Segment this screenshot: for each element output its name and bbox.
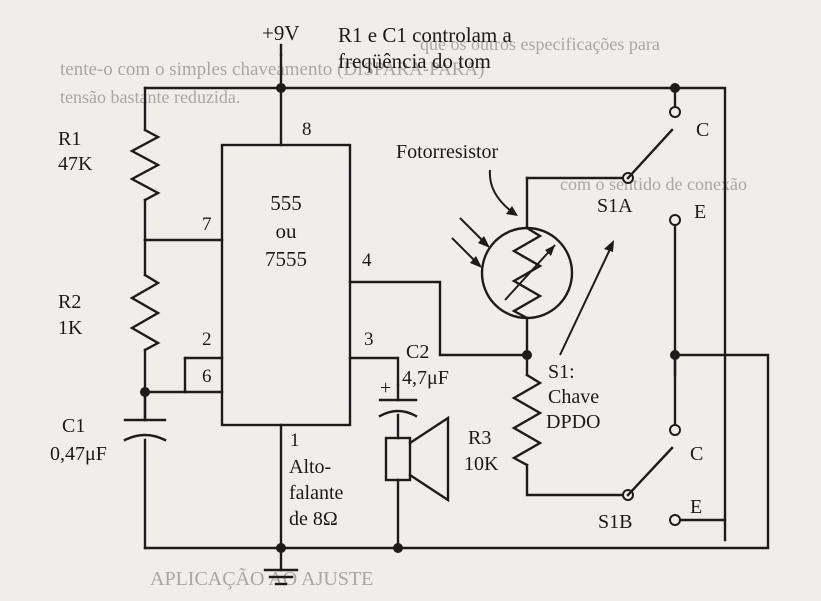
pin-4-label: 4 bbox=[362, 250, 372, 271]
r3-value-label: 10K bbox=[464, 453, 499, 475]
junction-dot bbox=[670, 350, 680, 360]
arrowhead bbox=[506, 206, 518, 216]
s1b-e-terminal bbox=[669, 514, 681, 526]
ground-icon bbox=[263, 568, 299, 586]
r1-resistor bbox=[129, 128, 161, 202]
s1a-c-terminal bbox=[669, 106, 681, 118]
junction-dot bbox=[276, 543, 286, 553]
pin-3-label: 3 bbox=[364, 329, 374, 350]
pin3-wire bbox=[348, 356, 400, 387]
pin-8-label: 8 bbox=[302, 119, 312, 140]
caption-line1: R1 e C1 controlam a bbox=[338, 23, 512, 47]
speaker-label-1: Alto- bbox=[289, 456, 331, 478]
speaker-label-2: falante bbox=[289, 482, 344, 504]
pin4-wire bbox=[348, 280, 529, 357]
c2-plate-bottom bbox=[378, 409, 418, 418]
s1a-e-terminal bbox=[669, 214, 681, 226]
s1b-e-label: E bbox=[690, 496, 702, 518]
r1-name-label: R1 bbox=[58, 128, 81, 150]
c2-plus-sign: + bbox=[380, 377, 391, 399]
c1-name-label: C1 bbox=[62, 415, 85, 437]
supply-label: +9V bbox=[262, 21, 300, 45]
r2-value-label: 1K bbox=[58, 317, 83, 339]
pin-7-label: 7 bbox=[202, 214, 212, 235]
junction-dot bbox=[393, 543, 403, 553]
c1-plate-bottom bbox=[123, 433, 167, 442]
s1b-common-wire bbox=[525, 463, 630, 497]
arrowhead bbox=[478, 236, 490, 248]
s1a-blade bbox=[626, 128, 674, 180]
s1b-c-label: C bbox=[690, 443, 703, 465]
background-showthrough: tente-o com o simples chaveamento (DISPA… bbox=[60, 34, 747, 590]
c2-value-label: 4,7μF bbox=[402, 367, 449, 389]
s1-pointer bbox=[559, 244, 613, 356]
speaker-label-3: de 8Ω bbox=[289, 508, 338, 530]
photoresistor-element bbox=[511, 226, 543, 320]
c2-name-label: C2 bbox=[406, 341, 429, 363]
junction-dots bbox=[140, 83, 680, 553]
ic-555-body bbox=[220, 143, 352, 427]
pin-1-label: 1 bbox=[290, 430, 300, 451]
ic-label-555: 555 bbox=[270, 191, 302, 215]
s1a-e-label: E bbox=[694, 201, 706, 223]
junction-dot bbox=[276, 83, 286, 93]
right-return-wire bbox=[673, 86, 727, 542]
s1b-c-terminal bbox=[669, 424, 681, 436]
arrowhead bbox=[545, 245, 555, 256]
pin-6-label: 6 bbox=[202, 366, 212, 387]
s1b-label: S1B bbox=[598, 511, 632, 533]
junction-dot bbox=[670, 83, 680, 93]
r2-name-label: R2 bbox=[58, 291, 81, 313]
s1-label-3: DPDO bbox=[546, 411, 600, 433]
ghost-text-bottom: APLICAÇÃO AO AJUSTE bbox=[150, 566, 373, 590]
r1-value-label: 47K bbox=[58, 153, 93, 175]
c1-value-label: 0,47μF bbox=[50, 443, 107, 465]
s1-label-1: S1: bbox=[548, 361, 575, 383]
ghost-text-3: tensão bastante reduzida. bbox=[60, 87, 240, 107]
arrowhead bbox=[470, 256, 482, 268]
s1b-blade bbox=[626, 446, 674, 497]
r3-resistor bbox=[511, 373, 543, 467]
speaker-cone-icon bbox=[408, 415, 450, 503]
junction-dot bbox=[522, 350, 532, 360]
s1a-label: S1A bbox=[597, 195, 633, 217]
r2-resistor bbox=[129, 273, 161, 352]
ghost-text-2: que os outros especificações para bbox=[420, 34, 660, 54]
speaker-magnet bbox=[384, 436, 412, 482]
ghost-text-1: tente-o com o simples chaveamento (DISPA… bbox=[60, 59, 484, 80]
s1-label-2: Chave bbox=[548, 386, 599, 408]
arrowhead bbox=[604, 240, 614, 252]
ground-bus-wire bbox=[143, 353, 770, 550]
ic-label-ou: ou bbox=[276, 219, 298, 243]
photoresistor-label: Fotorresistor bbox=[396, 141, 499, 163]
photoresistor-variable-arrow bbox=[504, 244, 556, 301]
caption-line2: freqüência do tom bbox=[338, 49, 491, 73]
pin-2-label: 2 bbox=[202, 329, 212, 350]
wires bbox=[143, 53, 770, 572]
s1a-c-label: C bbox=[696, 119, 709, 141]
r3-name-label: R3 bbox=[468, 427, 491, 449]
ic-label-7555: 7555 bbox=[265, 247, 307, 271]
